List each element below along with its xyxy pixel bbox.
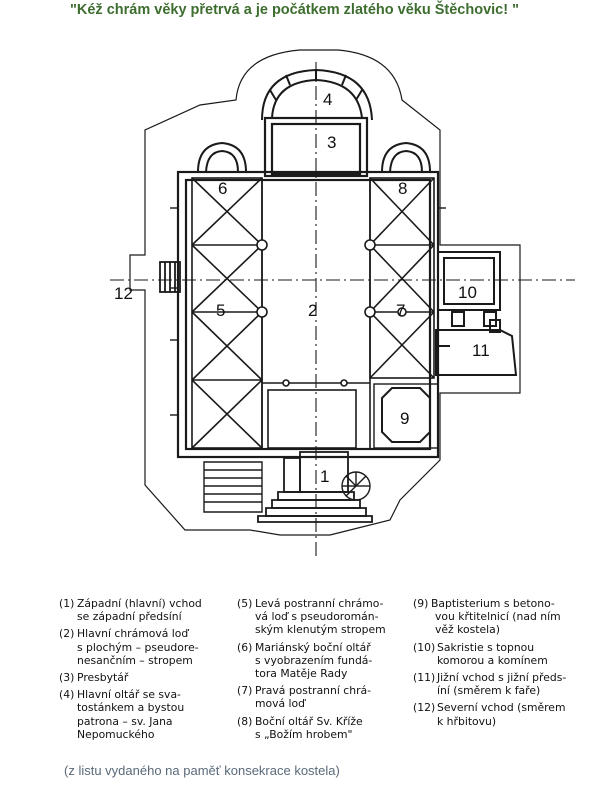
- left-aisle: [191, 177, 263, 449]
- label-11: 11: [472, 341, 490, 360]
- legend-entry: (5)Levá postranní chrámo- vá loď s pseud…: [237, 597, 386, 637]
- label-3: 3: [327, 133, 336, 152]
- legend-entry: (2)Hlavní chrámová loď s plochým – pseud…: [59, 627, 199, 667]
- legend-entry: (9)Baptisterium s betono- vou křtitelnic…: [413, 597, 561, 637]
- spiral-stair: [341, 471, 371, 501]
- legend-entry: (6)Mariánský boční oltář s vyobrazením f…: [237, 640, 373, 681]
- legend-entry: (7)Pravá postranní chrá- mová loď: [237, 684, 372, 711]
- apse: [261, 68, 373, 121]
- legend-entry: (11)Jižní vchod s jižní předs- íní (směr…: [413, 671, 567, 698]
- legend-entry: (10)Sakristie s topnou komorou a komínem: [413, 640, 548, 667]
- label-9: 9: [400, 409, 409, 428]
- legend-column-3: (9)Baptisterium s betono- vou křtitelnic…: [413, 597, 566, 732]
- west-steps-left: [203, 461, 263, 513]
- label-8: 8: [398, 179, 407, 198]
- label-1: 1: [320, 467, 329, 486]
- legend-entry: (1)Západní (hlavní) vchod se západní pře…: [59, 597, 202, 624]
- site-outline: [129, 49, 521, 536]
- church-floor-plan: 1 2 3 4 5 6 7 8 9 10 11 12: [110, 49, 575, 560]
- label-4: 4: [323, 90, 332, 109]
- right-aisle: [369, 177, 435, 379]
- label-12: 12: [114, 284, 133, 303]
- label-5: 5: [216, 301, 225, 320]
- legend-column-2: (5)Levá postranní chrámo- vá loď s pseud…: [237, 597, 386, 745]
- legend-entry: (4)Hlavní oltář se sva- tostánkem a byst…: [59, 688, 185, 741]
- page-title: "Kéž chrám věky přetrvá a je počátkem zl…: [70, 2, 519, 18]
- legend-entry: (12)Severní vchod (směrem k hřbitovu): [413, 701, 566, 728]
- legend-entry: (8)Boční oltář Sv. Kříže s „Božím hrobem…: [237, 714, 363, 741]
- pillars: [256, 239, 407, 387]
- axis-lines: [110, 62, 575, 560]
- label-10: 10: [458, 283, 477, 302]
- legend-entry: (3)Presbytář: [59, 671, 129, 685]
- south-entrance: [435, 319, 518, 376]
- image-caption: (z listu vydaného na paměť konsekrace ko…: [64, 763, 340, 778]
- label-6: 6: [218, 179, 227, 198]
- baptistery: [373, 383, 439, 449]
- north-entrance: [159, 261, 181, 293]
- legend-column-1: (1)Západní (hlavní) vchod se západní pře…: [59, 597, 202, 745]
- label-2: 2: [308, 301, 317, 320]
- windows: [170, 207, 446, 416]
- side-apses: [178, 141, 438, 173]
- label-7: 7: [396, 301, 405, 320]
